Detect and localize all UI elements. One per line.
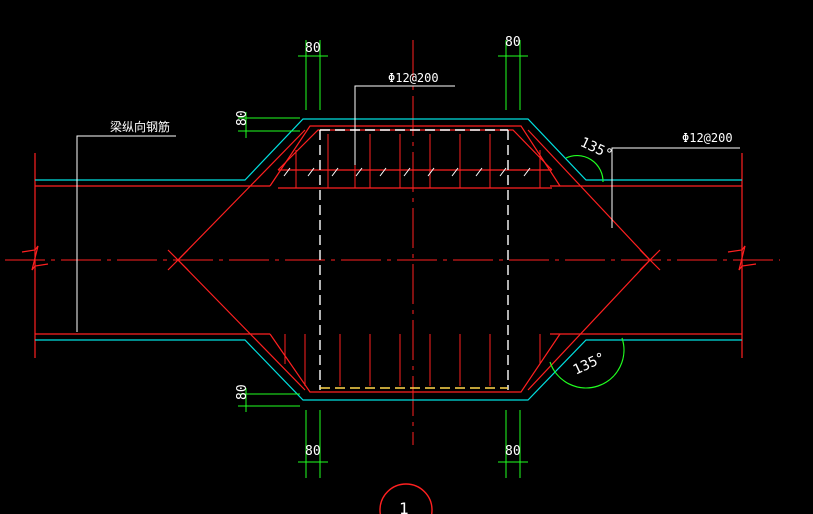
angle-arcs — [549, 154, 625, 389]
leader-lines — [76, 85, 740, 332]
break-symbols — [21, 245, 757, 271]
rebar-label-top: Φ12@200 — [388, 71, 439, 85]
rebar-label-right: Φ12@200 — [682, 131, 733, 145]
inner-dashed-frame — [319, 129, 509, 390]
dim-left-upper: 80 — [235, 110, 250, 126]
longitudinal-bar-label: 梁纵向钢筋 — [110, 119, 170, 134]
dim-bottom-right: 80 — [505, 444, 521, 459]
stirrups-bottom — [284, 334, 541, 386]
stirrup-ticks-top — [283, 167, 531, 177]
dim-top-right: 80 — [505, 35, 521, 50]
dimension-lines — [238, 40, 528, 478]
dim-top-left: 80 — [305, 41, 321, 56]
dim-bottom-left: 80 — [305, 444, 321, 459]
detail-number: 1 — [399, 499, 409, 514]
dim-left-lower: 80 — [235, 384, 250, 400]
detail-number-circle — [379, 483, 433, 514]
